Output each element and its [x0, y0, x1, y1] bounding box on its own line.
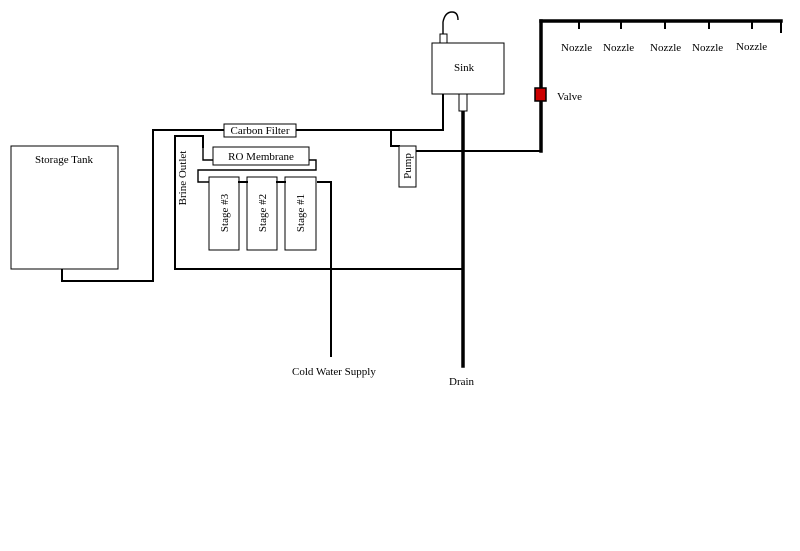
pump	[398, 145, 417, 188]
ro-membrane-label: RO Membrane	[228, 151, 294, 163]
filter-to-sink-pipe	[295, 40, 444, 131]
cold-water-supply-label: Cold Water Supply	[292, 366, 376, 378]
nozzle-label-2: Nozzle	[603, 42, 634, 54]
faucet-icon	[442, 11, 459, 41]
cold-water-supply-pipe	[317, 181, 332, 357]
faucet-base	[439, 33, 448, 44]
sink	[431, 42, 505, 95]
brine-outlet-label: Brine Outlet	[177, 151, 189, 206]
stage-1-label: Stage #1	[295, 194, 307, 232]
nozzle-label-1: Nozzle	[561, 42, 592, 54]
filter-to-membrane-pipe	[202, 136, 213, 161]
stage-3-label: Stage #3	[219, 193, 231, 232]
valve-icon	[534, 87, 547, 102]
nozzle-label-5: Nozzle	[736, 41, 767, 53]
tank-outlet-pipe	[61, 129, 225, 282]
carbon-filter	[223, 123, 297, 138]
pipes	[61, 19, 783, 368]
stage-2-filter	[246, 176, 278, 251]
stage-2-label: Stage #2	[257, 194, 269, 232]
branch-to-pump-pipe	[390, 129, 400, 147]
storage-tank-label: Storage Tank	[35, 154, 93, 166]
sink-label: Sink	[454, 62, 475, 74]
pump-label: Pump	[402, 153, 414, 179]
storage-tank	[10, 145, 119, 270]
membrane-to-stage-pipe	[197, 159, 317, 183]
carbon-filter-label: Carbon Filter	[231, 125, 290, 137]
stage-3-filter	[208, 176, 240, 251]
sink-drain	[458, 93, 468, 112]
stage-1-filter	[284, 176, 317, 251]
ro-membrane	[212, 146, 310, 166]
nozzle-label-3: Nozzle	[650, 42, 681, 54]
drain-label: Drain	[449, 376, 475, 388]
valve-label: Valve	[557, 91, 582, 103]
nozzle-label-4: Nozzle	[692, 42, 723, 54]
